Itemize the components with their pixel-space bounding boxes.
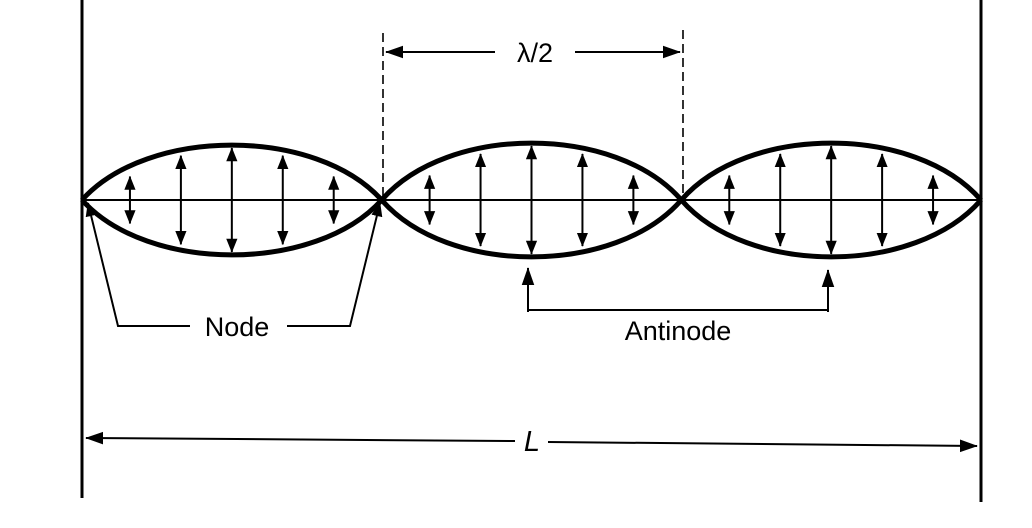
wave-envelope-lower bbox=[379, 198, 684, 260]
length-arrow-left bbox=[85, 431, 516, 445]
length-arrow-right bbox=[547, 439, 978, 453]
antinode-label: Antinode bbox=[625, 316, 732, 346]
wave-loops bbox=[80, 140, 983, 260]
half-wavelength-label: λ/2 bbox=[517, 38, 553, 68]
wave-envelope-upper bbox=[679, 140, 983, 202]
node-label: Node bbox=[205, 312, 270, 342]
wave-envelope-lower bbox=[679, 198, 983, 260]
wave-envelope-upper bbox=[379, 140, 684, 202]
node-leader-left bbox=[85, 202, 190, 327]
antinode-bracket bbox=[527, 309, 829, 312]
wave-envelope-upper bbox=[80, 142, 384, 202]
length-label: L bbox=[524, 426, 540, 458]
wave-envelope-lower bbox=[80, 198, 384, 258]
node-leader-right bbox=[287, 202, 383, 327]
